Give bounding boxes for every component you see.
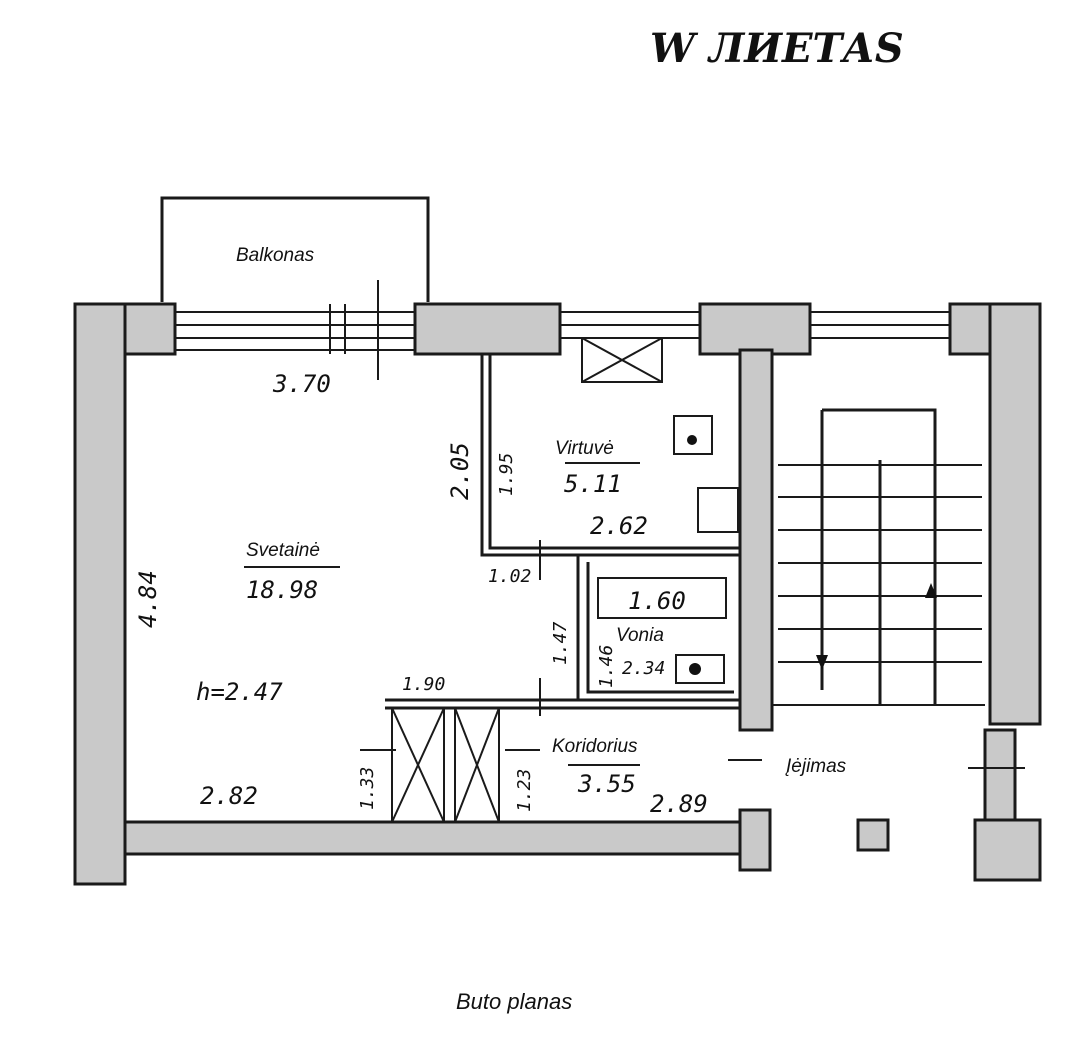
top-windows <box>175 280 950 380</box>
dim-kitchen-left-a: 2.05 <box>446 442 474 500</box>
balcony-label: Balkonas <box>236 245 315 266</box>
outer-walls <box>73 302 1042 886</box>
dim-corridor-top: 1.90 <box>402 674 445 695</box>
handwritten-note: W ЛИЕТАS <box>650 25 904 72</box>
corridor-area: 3.55 <box>577 770 636 798</box>
living-height: h=2.47 <box>196 678 283 706</box>
living-label: Svetainė <box>246 540 320 561</box>
dim-kitchen-bath-gap: 1.02 <box>488 566 531 587</box>
dim-corridor-left-b: 1.23 <box>514 769 535 812</box>
plan-caption: Buto planas <box>456 989 572 1014</box>
bath-label: Vonia <box>616 625 664 646</box>
balcony <box>160 196 430 302</box>
bath-tub-dim: 1.60 <box>628 587 686 615</box>
dim-kitchen-left-b: 1.95 <box>496 453 517 496</box>
dim-corridor-left-a: 1.33 <box>357 767 378 810</box>
staircase <box>772 408 985 706</box>
dim-bath-left-b: 1.46 <box>596 645 617 688</box>
dim-living-left: 4.84 <box>134 570 162 628</box>
dim-kitchen-bottom: 2.62 <box>590 512 648 540</box>
dim-living-bottom: 2.82 <box>200 782 258 810</box>
dimension-ticks <box>360 540 1025 769</box>
dim-living-top: 3.70 <box>272 370 331 398</box>
corridor-walls <box>385 698 740 823</box>
dim-bath-left-a: 1.47 <box>550 621 571 665</box>
dim-corridor-bottom: 2.89 <box>650 790 708 818</box>
entrance-label: Įėjimas <box>785 756 847 777</box>
kitchen-label: Virtuvė <box>555 438 614 459</box>
corridor-label: Koridorius <box>552 736 638 757</box>
kitchen-area: 5.11 <box>564 470 622 498</box>
kitchen-walls <box>480 337 740 557</box>
bath-area: 2.34 <box>622 658 665 679</box>
living-area: 18.98 <box>246 576 318 604</box>
